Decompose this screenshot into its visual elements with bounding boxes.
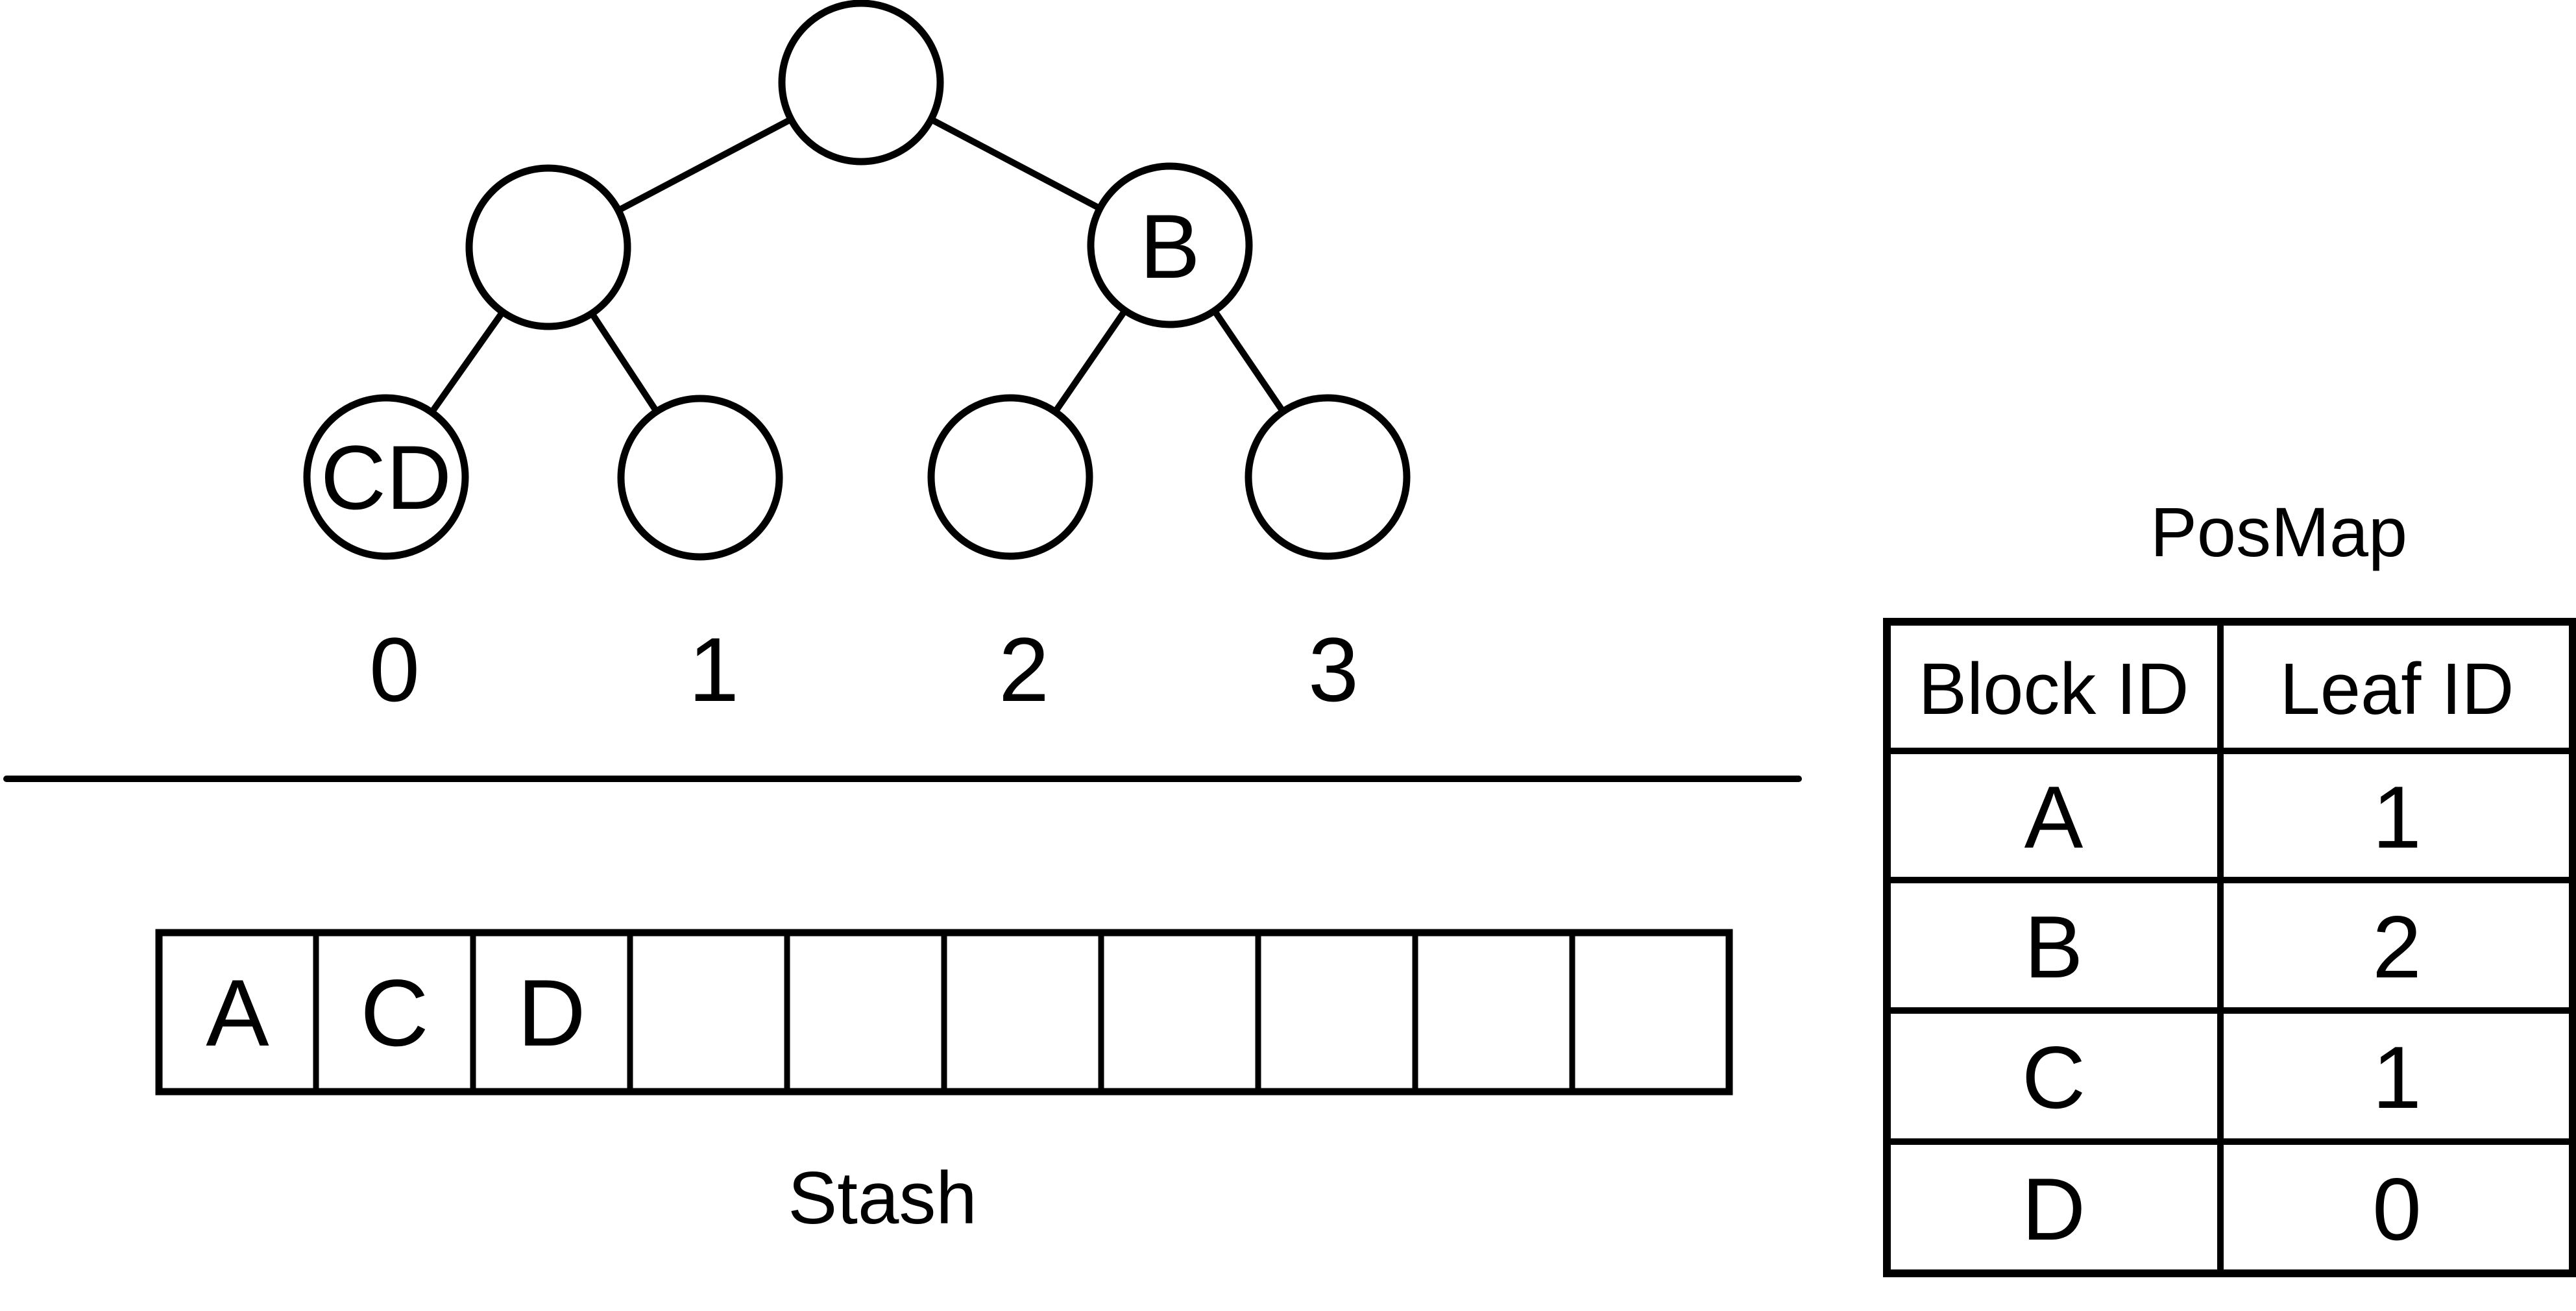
posmap-cell-block: A: [2024, 768, 2084, 866]
posmap-cell-block: D: [2022, 1160, 2085, 1258]
leaf-id-2: 2: [999, 619, 1049, 720]
tree-node-leaf2: [927, 394, 1093, 560]
posmap-header-leaf-id: Leaf ID: [2279, 648, 2514, 729]
posmap-cell-leaf: 0: [2372, 1160, 2422, 1258]
tree-node-internal-right-b: [1087, 162, 1253, 328]
posmap-outline: [1883, 618, 2576, 1277]
stash-caption: Stash: [788, 1157, 977, 1240]
tree-node-root: [778, 0, 944, 165]
stash-cell-0: A: [206, 960, 269, 1066]
tree-node-cd-label: CD: [321, 426, 452, 528]
posmap-cell-leaf: 1: [2372, 768, 2422, 866]
stash-cell-dividers: [313, 933, 1575, 1092]
stash-cell-1: C: [360, 960, 428, 1066]
leaf-id-0: 0: [369, 619, 420, 720]
posmap-cell-leaf: 1: [2372, 1028, 2422, 1127]
posmap-header-block-id: Block ID: [1919, 648, 2189, 729]
posmap-title: PosMap: [2150, 493, 2407, 571]
stash: A C D Stash: [155, 929, 1733, 1240]
stash-cell-2: D: [517, 960, 585, 1066]
posmap-grid: [1887, 622, 2573, 1273]
posmap-cell-leaf: 2: [2372, 898, 2422, 996]
tree-node-leaf0-cd: [303, 394, 469, 560]
tree-node-leaf1: [617, 395, 783, 561]
posmap-rows: A 1 B 2 C 1 D 0: [2022, 768, 2422, 1258]
oram-tree: B CD 0 1 2 3: [303, 0, 1411, 720]
leaf-id-1: 1: [688, 619, 739, 720]
leaf-id-3: 3: [1308, 619, 1359, 720]
posmap-cell-block: B: [2024, 898, 2084, 996]
stash-cell-values: A C D: [206, 960, 585, 1066]
posmap: PosMap Block ID Leaf ID A 1 B 2 C 1 D 0: [1883, 493, 2576, 1277]
posmap-cell-block: C: [2022, 1028, 2085, 1127]
tree-node-b-label: B: [1139, 195, 1200, 297]
tree-node-leaf3: [1245, 394, 1411, 560]
tree-node-internal-left: [465, 164, 631, 330]
